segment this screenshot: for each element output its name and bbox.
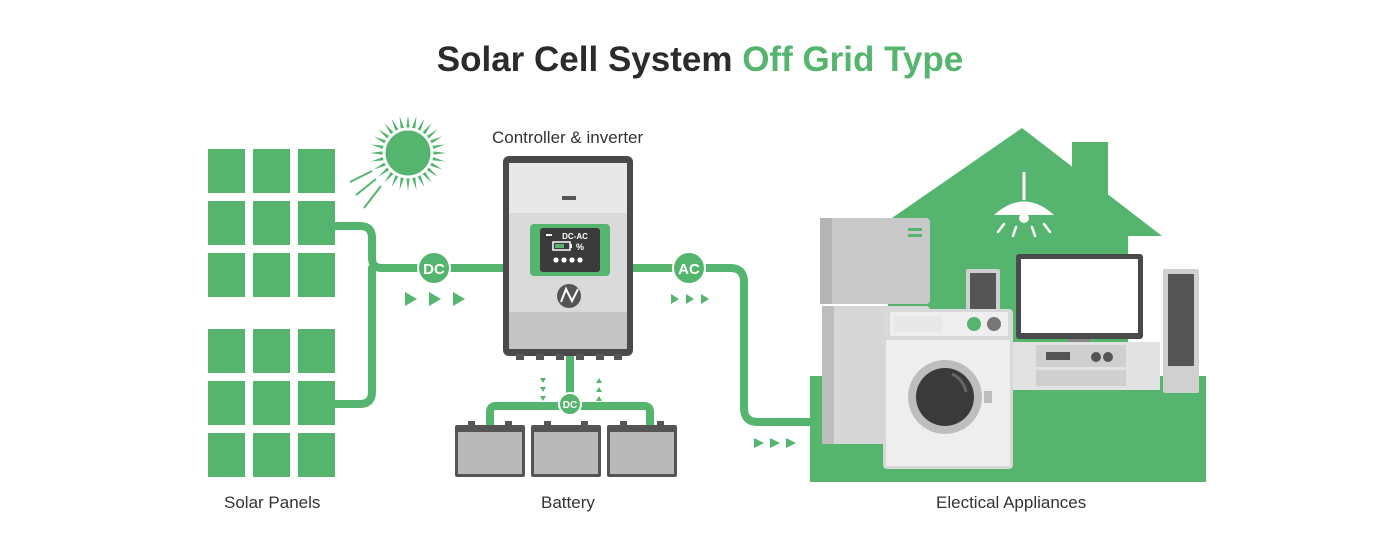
speaker-right: [1163, 269, 1199, 393]
title-main: Solar Cell System: [436, 40, 733, 79]
sun-ray: [421, 123, 432, 136]
panel-cell: [298, 329, 335, 373]
ac-badge-text: AC: [678, 261, 700, 278]
flow-arrow-icon: [671, 294, 796, 448]
panel-cell: [253, 433, 290, 477]
display-mode-text: DC-AC: [562, 232, 588, 241]
display-unit-text: %: [576, 242, 584, 252]
sun-ray: [370, 156, 386, 162]
panel-cell: [298, 149, 335, 193]
dc-badge: DC: [417, 251, 451, 285]
panel-cell: [208, 329, 245, 373]
sun-ray: [428, 161, 443, 170]
diagram-title: Solar Cell System Off Grid Type: [0, 40, 1400, 80]
panel-cell: [298, 253, 335, 297]
television: [1016, 254, 1143, 344]
solar-panel-array: [208, 149, 335, 477]
sun-icon: [349, 115, 446, 209]
sun-ray: [421, 170, 432, 183]
panel-cell: [208, 433, 245, 477]
flow-arrow-icon: [540, 378, 602, 401]
sun-ray: [378, 129, 391, 140]
panel-cell: [253, 201, 290, 245]
panel-wire-top: [331, 222, 509, 272]
sun-ray: [373, 161, 388, 170]
panel-cell: [298, 381, 335, 425]
appliances-label: Electical Appliances: [936, 493, 1087, 512]
panel-cell: [208, 149, 245, 193]
dc-badge-text: DC: [423, 261, 445, 278]
title-accent: Off Grid Type: [742, 40, 964, 79]
panel-cell: [253, 329, 290, 373]
controller-label: Controller & inverter: [492, 128, 644, 147]
sun-ray: [416, 173, 425, 188]
lightning-logo-icon: [557, 284, 581, 308]
stereo-cabinet: [1012, 342, 1160, 390]
panel-cell: [208, 253, 245, 297]
sun-ray: [370, 151, 385, 155]
battery-bank: [455, 421, 677, 477]
washing-machine: [883, 309, 1013, 469]
battery-label: Battery: [541, 493, 595, 512]
display-indicator-dots: [553, 257, 583, 263]
solar-panels-label: Solar Panels: [224, 493, 321, 512]
panel-cell: [253, 149, 290, 193]
flow-arrow-icon: [405, 292, 465, 306]
sun-ray: [399, 115, 405, 131]
sun-ray: [411, 175, 417, 191]
sun-ray: [425, 166, 438, 177]
sun-ray: [406, 176, 410, 191]
sun-ray: [406, 115, 410, 130]
sun-ray: [378, 166, 391, 177]
panel-cell: [298, 433, 335, 477]
panel-wire-bottom: [331, 264, 376, 408]
sun-ray: [430, 144, 446, 150]
sun-ray: [428, 136, 443, 145]
sun-ray: [430, 156, 446, 162]
panel-cell: [298, 201, 335, 245]
sun-ray: [370, 144, 386, 150]
battery-unit: [531, 421, 601, 477]
battery-unit: [455, 421, 525, 477]
sun-ray: [399, 175, 405, 191]
ac-badge: AC: [672, 251, 706, 285]
ceiling-lamp-icon: [994, 172, 1054, 238]
sun-ray: [391, 173, 400, 188]
sun-ray: [425, 129, 438, 140]
battery-dc-badge-text: DC: [563, 400, 577, 411]
panel-cell: [253, 253, 290, 297]
sun-ray: [431, 151, 446, 155]
sun-ray: [384, 123, 395, 136]
battery-unit: [607, 421, 677, 477]
panel-cell: [208, 381, 245, 425]
panel-cell: [253, 381, 290, 425]
battery-level-icon: [552, 241, 572, 251]
sun-ray: [411, 115, 417, 131]
sun-ray: [416, 118, 425, 133]
panel-cell: [208, 201, 245, 245]
ac-wire: [628, 264, 816, 426]
battery-dc-badge: DC: [558, 392, 582, 416]
controller-inverter: DC-AC %: [503, 156, 633, 360]
controller-terminals: [516, 354, 622, 360]
sun-ray: [384, 170, 395, 183]
sun-ray: [373, 136, 388, 145]
sun-ray: [391, 118, 400, 133]
